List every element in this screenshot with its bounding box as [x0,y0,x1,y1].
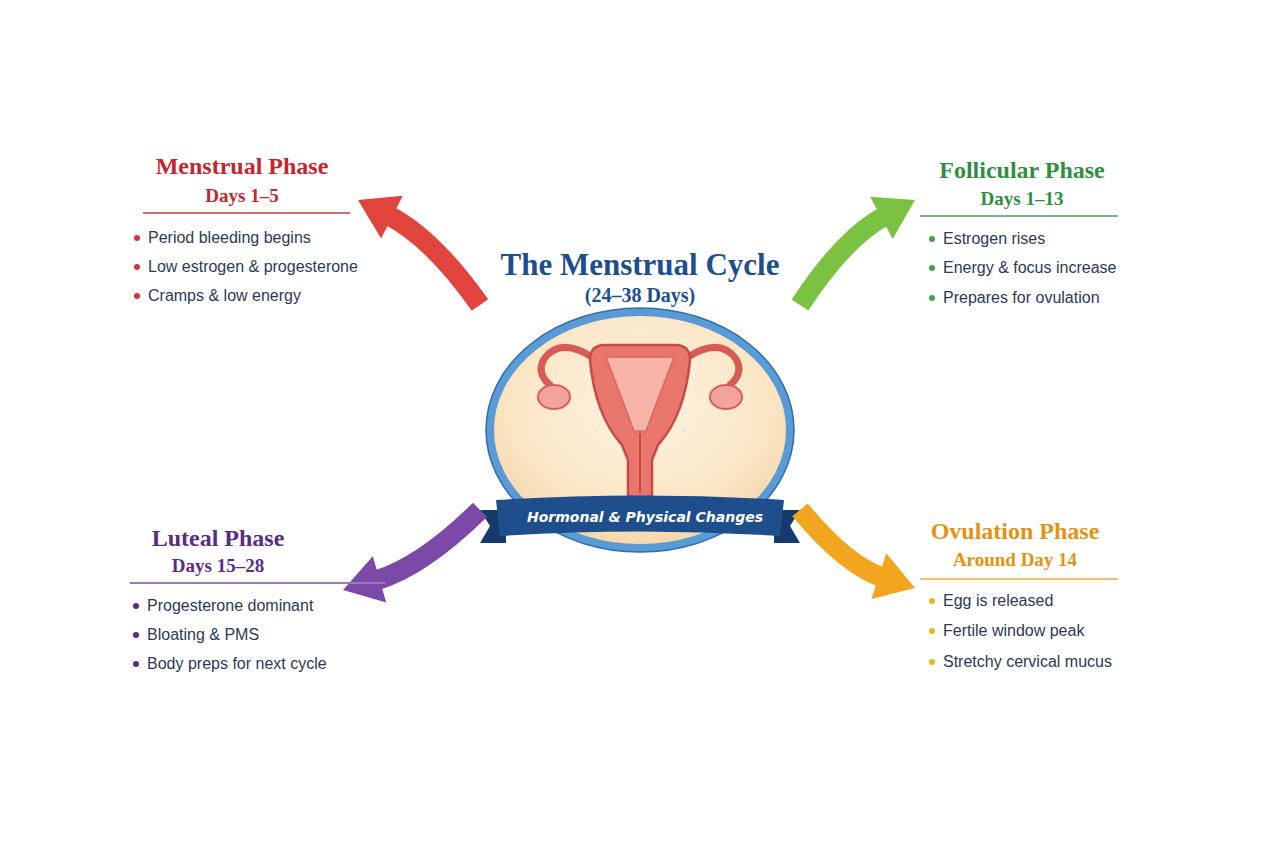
arrow-head [343,556,386,602]
phase-box: Ovulation PhaseAround Day 14Egg is relea… [915,512,1130,672]
bullet-item: Body preps for next cycle [133,653,327,675]
bullet-item: Period bleeding begins [134,227,311,249]
phase-heading: Luteal Phase [108,524,328,552]
heading-underline [143,212,350,214]
bullet-item: Estrogen rises [929,228,1045,250]
phase-arrow [800,197,915,305]
cervical-canal [639,433,641,493]
arrow-head [358,196,403,239]
ovary [538,385,570,409]
bullet-item: Energy & focus increase [929,257,1116,279]
bullet-item: Stretchy cervical mucus [929,651,1112,673]
arrow-shaft [800,216,885,305]
heading-underline [920,578,1118,580]
arrow-shaft [376,510,480,581]
phase-days: Days 15–28 [108,554,328,578]
phase-box: Follicular PhaseDays 1–13Estrogen risesE… [915,152,1130,312]
phase-arrow [343,510,480,603]
cycle-center: The Menstrual Cycle(24–38 Days) Hormonal … [480,245,800,545]
arrow-head [871,553,915,599]
phase-arrow [800,510,915,599]
phase-box: Luteal PhaseDays 15–28Progesterone domin… [128,520,343,680]
phase-days: Days 1–5 [132,184,352,208]
bullet-item: Bloating & PMS [133,624,259,646]
fallopian-tube [541,347,592,385]
bullet-item: Progesterone dominant [133,595,313,617]
uterine-cavity [606,357,674,431]
oval-outline [490,312,790,548]
uterus-body [590,345,690,498]
phase-days: Around Day 14 [905,548,1125,572]
oval-rim [486,308,794,552]
arrow-head [870,197,915,239]
phase-arrow [358,196,480,305]
heading-underline [130,582,385,584]
cycle-title: The Menstrual Cycle [480,247,800,283]
phase-days: Days 1–13 [912,187,1132,211]
bullet-item: Prepares for ovulation [929,287,1100,309]
phase-box: Menstrual PhaseDays 1–5Period bleeding b… [128,148,358,308]
phase-heading: Ovulation Phase [905,517,1125,545]
phase-heading: Menstrual Phase [132,152,352,180]
heading-underline [920,215,1118,217]
ovary [710,385,742,409]
fallopian-tube [688,347,739,385]
arrow-shaft [388,215,480,305]
banner-label: Hormonal & Physical Changes [500,507,790,527]
arrow-shaft [800,510,883,578]
phase-heading: Follicular Phase [912,156,1132,184]
bullet-item: Low estrogen & progesterone [134,256,358,278]
bullet-item: Fertile window peak [929,620,1084,642]
cycle-subtitle: (24–38 Days) [480,283,800,307]
bullet-item: Egg is released [929,590,1053,612]
bullet-item: Cramps & low energy [134,285,301,307]
